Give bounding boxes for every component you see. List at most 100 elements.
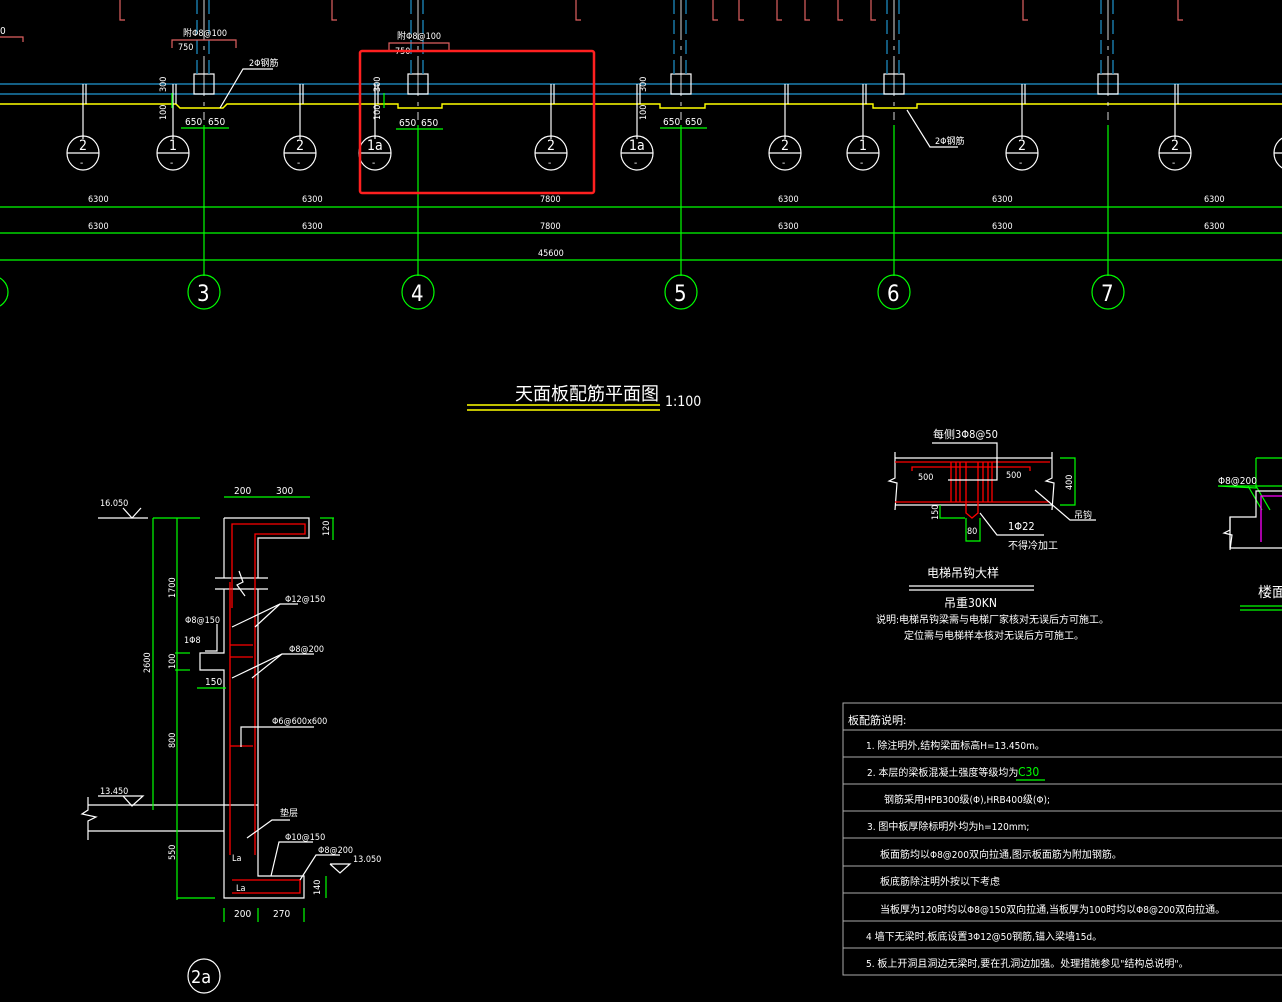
dim-100: 100 [639, 105, 649, 120]
dim-300: 300 [373, 77, 383, 92]
dim-text: 140 [313, 880, 323, 895]
dim-text: 120 [322, 521, 332, 536]
note-line: 1. 除注明外,结构梁面标高H=13.450m。 [866, 739, 1045, 752]
load-label: 吊重30KN [944, 596, 997, 610]
dim-text: 800 [168, 733, 178, 748]
partial-label: 0 [0, 26, 6, 37]
slab-mark[interactable]: 1a- [620, 84, 654, 171]
rebar-label: Φ8@200 [289, 645, 324, 655]
dim-text: 6300 [302, 222, 323, 232]
floor-detail-partial: Φ8@200 楼面 [1217, 457, 1282, 611]
note-line: 定位需与电梯样本核对无误后方可施工。 [904, 629, 1084, 642]
steel-note: 2Φ钢筋 [249, 57, 279, 69]
section-mark-circle [187, 958, 221, 994]
beam-dims: 300 100 650 650 300 100 650 650 300 100 … [0, 26, 965, 148]
slab-mark[interactable]: 1- [156, 84, 190, 171]
axis-bubble[interactable] [1091, 274, 1125, 310]
concrete-grade: C30 [1018, 765, 1039, 779]
elevator-hook-detail: 每侧3Φ8@50 500 500 400 150 80 1Φ22 不得冷加工 吊… [876, 427, 1109, 642]
slab-mark-sub: - [548, 158, 551, 169]
dim-text: 6300 [302, 195, 323, 205]
axis-bubble[interactable] [664, 274, 698, 310]
add-rebar-label: 附Φ8@100 [397, 30, 441, 42]
dim-text: 6300 [88, 222, 109, 232]
rebar-label: Φ8@200 [318, 846, 353, 856]
detail-title: 电梯吊钩大样 [927, 565, 999, 580]
rebar-label: La [232, 854, 242, 864]
rebar-label: Φ12@150 [285, 595, 325, 605]
dim-650: 650 [208, 117, 225, 128]
slab-mark-id: 1a [367, 138, 383, 154]
note-line: 当板厚为120时均以Φ8@150双向拉通,当板厚为100时均以Φ8@200双向拉… [880, 903, 1225, 916]
dim-text: 6300 [88, 195, 109, 205]
dim-text: 150 [205, 677, 222, 688]
axis-bubble[interactable] [877, 274, 911, 310]
dim-text: 150 [931, 505, 941, 520]
slab-mark-id: 2 [296, 138, 304, 154]
drawing-title: 天面板配筋平面图 [515, 384, 659, 405]
notes-header: 板配筋说明: [848, 713, 906, 727]
slab-mark[interactable]: 1- [846, 84, 880, 171]
note-line: 2. 本层的梁板混凝土强度等级均为 [867, 766, 1018, 779]
steel-note: 2Φ钢筋 [935, 135, 965, 147]
dim-300: 300 [159, 77, 169, 92]
dim-text: 270 [273, 909, 290, 920]
slab-mark-id: 2 [1171, 138, 1179, 154]
slab-mark[interactable]: 2- [1005, 84, 1039, 171]
highlight-selection-box[interactable] [358, 49, 596, 195]
drawing-scale: 1:100 [665, 394, 701, 410]
dim-text: 6300 [1204, 222, 1225, 232]
axis-bubble[interactable] [187, 274, 221, 310]
slab-rebar-notes-table: 1. 除注明外,结构梁面标高H=13.450m。 2. 本层的梁板混凝土强度等级均… [842, 702, 1282, 976]
dim-650: 650 [685, 117, 702, 128]
dim-text: 500 [1006, 471, 1021, 481]
slab-mark[interactable]: 2- [283, 84, 317, 171]
slab-mark-sub: - [170, 158, 173, 169]
section-2a-detail: 200 300 120 1700 2600 100 800 550 150 20… [80, 486, 381, 994]
bar-label: 1Φ22 [1008, 520, 1035, 533]
dim-650: 650 [421, 118, 438, 129]
dim-text: 200 [234, 909, 251, 920]
rebar-label: Φ8@150 [185, 616, 220, 626]
slab-mark[interactable]: 1a- [1273, 84, 1282, 170]
axis-label: 5 [674, 282, 687, 307]
add-rebar-length: 750 [178, 43, 193, 53]
slab-mark-id: 2 [1018, 138, 1026, 154]
slab-mark-sub: - [297, 158, 300, 169]
slab-plan: 2-1-2-1a-2-1a-2-1-2-2-1a- 300 100 650 65… [0, 0, 1282, 411]
dim-text: 6300 [992, 195, 1013, 205]
slab-mark-id: 2 [781, 138, 789, 154]
columns [193, 0, 1119, 120]
dim-100: 100 [373, 105, 383, 120]
dim-text: 100 [168, 654, 178, 669]
dim-300: 300 [639, 77, 649, 92]
slab-mark[interactable]: 2- [66, 84, 100, 171]
slab-mark-sub: - [372, 158, 375, 169]
detail-title: 楼面 [1258, 585, 1282, 601]
axis-bubble-partial [0, 277, 9, 307]
dim-650: 650 [399, 118, 416, 129]
slab-mark-sub: - [1019, 158, 1022, 169]
dim-text: 550 [168, 845, 178, 860]
dim-text: 300 [276, 486, 293, 497]
slab-mark[interactable]: 2- [768, 84, 802, 171]
rebar-label: 垫层 [280, 807, 298, 819]
dim-100: 100 [159, 105, 169, 120]
dim-total: 45600 [538, 249, 564, 259]
dim-text: 400 [1065, 475, 1075, 490]
rebar-label: 1Φ8 [184, 636, 201, 646]
elevation-bottom: 13.050 [353, 855, 381, 865]
section-mark: 2a [191, 967, 211, 988]
slab-mark[interactable]: 2- [1158, 84, 1192, 171]
axis-label: 3 [197, 282, 210, 307]
beam-label: 吊钩 [1074, 509, 1092, 521]
note-line: 3. 图中板厚除标明外均为h=120mm; [867, 820, 1029, 833]
top-annotation-tags [119, 0, 1183, 21]
slab-mark[interactable]: 1a - [358, 84, 392, 171]
axis-label: 6 [887, 282, 900, 307]
slab-mark[interactable]: 2- [534, 84, 568, 171]
axis-bubble[interactable] [401, 274, 435, 310]
